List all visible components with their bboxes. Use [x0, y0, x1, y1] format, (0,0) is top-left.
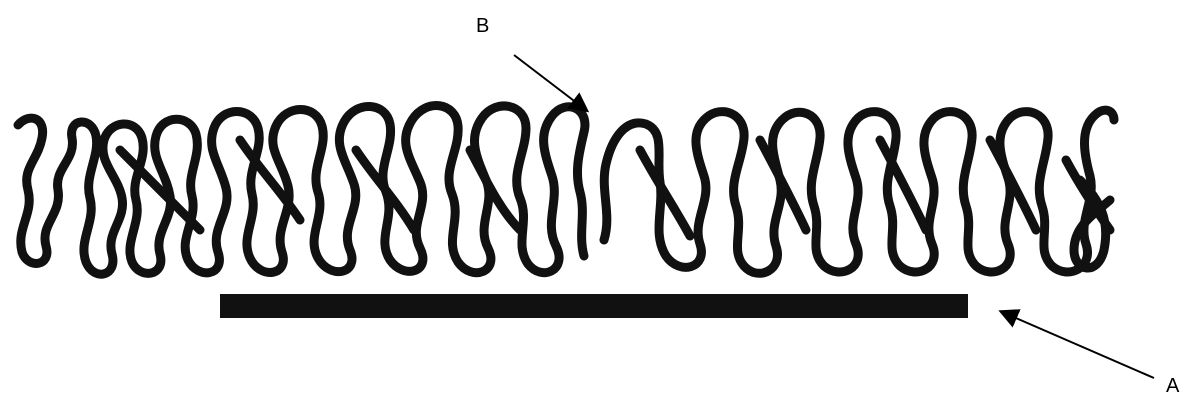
thick-bar: [220, 294, 968, 318]
label-a: A: [1166, 376, 1179, 396]
coiled-chain-right: [604, 110, 1114, 273]
arrow-a: [1002, 312, 1154, 378]
coiled-chain-left: [18, 106, 585, 275]
label-b: B: [476, 16, 489, 36]
arrow-b: [514, 55, 586, 110]
